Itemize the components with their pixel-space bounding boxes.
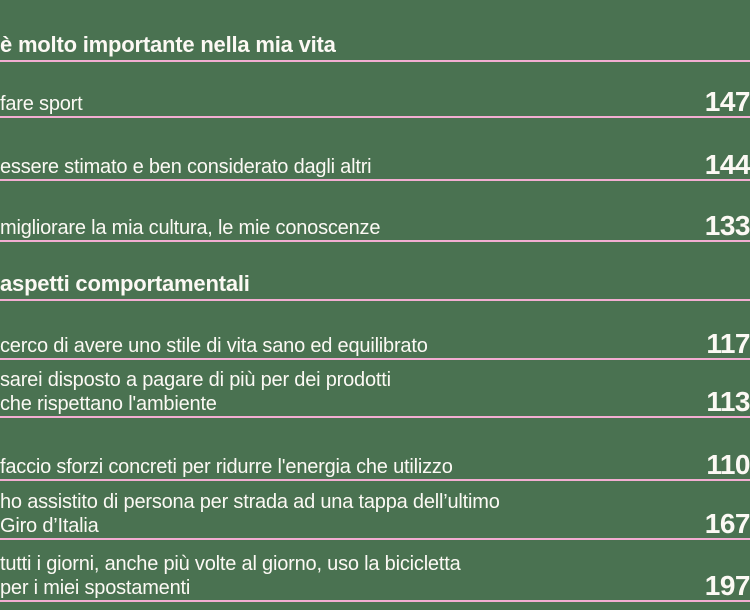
- row-label: sarei disposto a pagare di più per dei p…: [0, 369, 391, 415]
- table-row: essere stimato e ben considerato dagli a…: [0, 118, 750, 181]
- row-value: 113: [706, 386, 750, 417]
- table-row: ho assistito di persona per strada ad un…: [0, 481, 750, 540]
- table-row: migliorare la mia cultura, le mie conosc…: [0, 181, 750, 242]
- table-row: fare sport 147: [0, 62, 750, 118]
- row-label: ho assistito di persona per strada ad un…: [0, 491, 500, 537]
- row-label: migliorare la mia cultura, le mie conosc…: [0, 217, 381, 239]
- table-row: faccio sforzi concreti per ridurre l'ene…: [0, 418, 750, 481]
- row-label: faccio sforzi concreti per ridurre l'ene…: [0, 456, 453, 478]
- row-value: 117: [706, 328, 750, 359]
- row-value: 144: [704, 149, 750, 180]
- row-label: fare sport: [0, 93, 83, 115]
- section-title: è molto importante nella mia vita: [0, 32, 336, 57]
- row-value: 167: [704, 508, 750, 539]
- row-label: cerco di avere uno stile di vita sano ed…: [0, 335, 428, 357]
- section-header: aspetti comportamentali: [0, 242, 750, 301]
- section-header: è molto importante nella mia vita: [0, 0, 750, 62]
- row-label: essere stimato e ben considerato dagli a…: [0, 156, 372, 178]
- row-value: 110: [706, 449, 750, 480]
- row-value: 133: [704, 210, 750, 241]
- row-value: 197: [704, 570, 750, 601]
- row-value: 147: [704, 86, 750, 117]
- row-label: tutti i giorni, anche più volte al giorn…: [0, 553, 461, 599]
- table-row: cerco di avere uno stile di vita sano ed…: [0, 301, 750, 360]
- table-row: sarei disposto a pagare di più per dei p…: [0, 360, 750, 418]
- table-row: tutti i giorni, anche più volte al giorn…: [0, 540, 750, 602]
- section-title: aspetti comportamentali: [0, 271, 250, 296]
